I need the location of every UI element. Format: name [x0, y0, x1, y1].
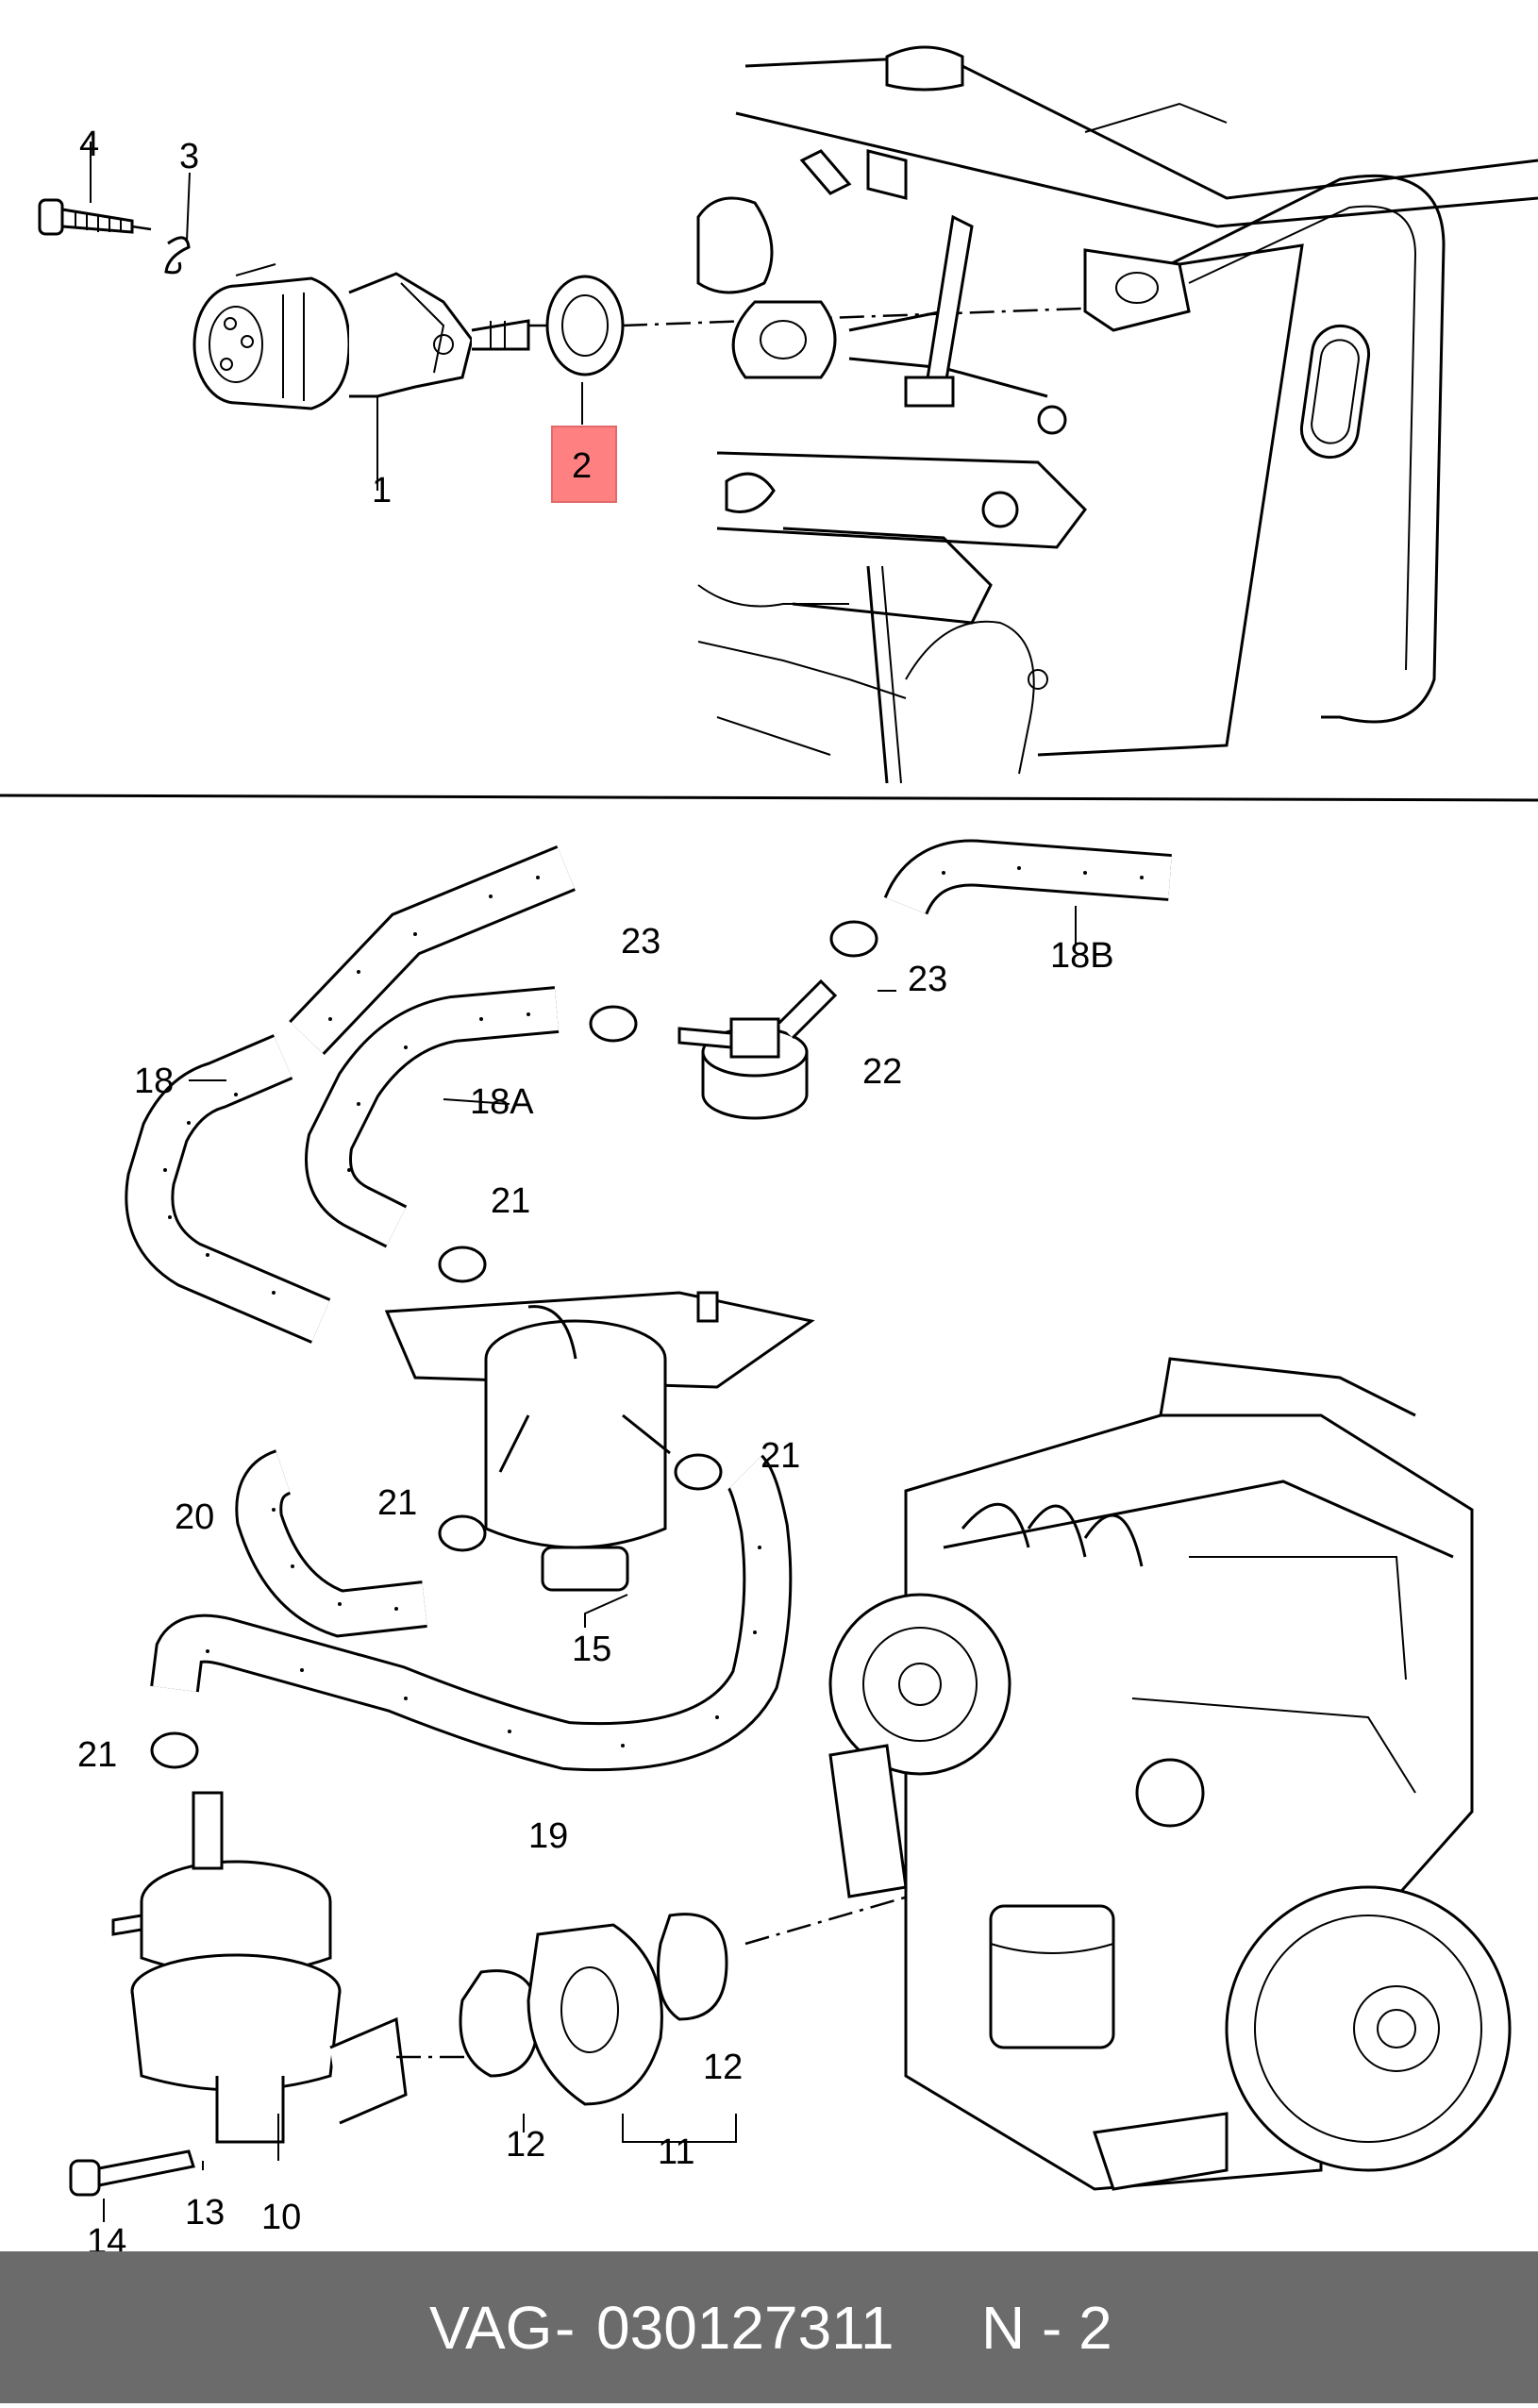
- hose-18a: [305, 986, 560, 1248]
- gasket-12-b: [657, 1913, 728, 2021]
- callout-13[interactable]: 13: [185, 2193, 225, 2232]
- callout-20[interactable]: 20: [175, 1497, 214, 1537]
- footer-separator: -: [555, 2294, 575, 2362]
- footer-brand: VAG: [429, 2294, 552, 2362]
- gasket-12-a: [459, 1969, 540, 2078]
- section-divider: [0, 794, 1538, 802]
- top-assembly-view: [38, 45, 1538, 784]
- callout-12-a[interactable]: 12: [703, 2048, 743, 2087]
- hose-18: [125, 844, 576, 1344]
- callout-12-b[interactable]: 12: [506, 2125, 545, 2165]
- bolt-4: [38, 198, 152, 236]
- filter-15: [384, 1291, 815, 1592]
- fuel-pump-10: [111, 1791, 491, 2144]
- callout-23-a[interactable]: 23: [621, 922, 660, 962]
- callout-3[interactable]: 3: [179, 137, 199, 176]
- footer-position: N - 2: [981, 2294, 1112, 2362]
- callout-21-b[interactable]: 21: [761, 1436, 800, 1476]
- part-number-footer: VAG - 030127311 N - 2: [0, 2251, 1538, 2403]
- engine-block-top: [696, 45, 1538, 784]
- callout-18a[interactable]: 18A: [470, 1082, 534, 1122]
- callout-18b[interactable]: 18B: [1050, 936, 1114, 976]
- callout-15[interactable]: 15: [572, 1630, 611, 1669]
- callout-21-c[interactable]: 21: [377, 1483, 417, 1523]
- callout-4[interactable]: 4: [79, 125, 99, 164]
- callout-18[interactable]: 18: [134, 1062, 174, 1101]
- hose-clamps: [150, 920, 878, 1769]
- hose-19: [150, 1454, 793, 1772]
- callout-1[interactable]: 1: [372, 471, 392, 510]
- hose-texture: [163, 866, 1144, 1747]
- engine-block-bottom: [828, 1357, 1512, 2191]
- gasket-2: [545, 275, 625, 376]
- callout-19[interactable]: 19: [528, 1816, 568, 1856]
- footer-part-number: 030127311: [596, 2294, 894, 2362]
- callout-labels: 4 3 1 2 23 23 18B 18 18A 22 21 21 21 20 …: [77, 125, 1114, 2262]
- callout-21-a[interactable]: 21: [491, 1181, 530, 1221]
- hose-18b: [883, 839, 1172, 916]
- callout-23-b[interactable]: 23: [908, 960, 947, 999]
- valve-22: [677, 978, 838, 1120]
- callout-22[interactable]: 22: [862, 1052, 902, 1092]
- hose-20: [235, 1449, 427, 1638]
- bottom-assembly-view: [69, 839, 1512, 2222]
- pump-1: [192, 263, 530, 410]
- spacer-11: [527, 1923, 663, 2106]
- bolt-14: [69, 2149, 195, 2197]
- spring-washer-3: [164, 236, 191, 275]
- callout-2[interactable]: 2: [572, 446, 592, 486]
- callout-11[interactable]: 11: [658, 2132, 694, 2172]
- callout-10[interactable]: 10: [261, 2198, 301, 2237]
- callout-21-d[interactable]: 21: [77, 1735, 117, 1775]
- callout-2-highlight: [551, 426, 617, 503]
